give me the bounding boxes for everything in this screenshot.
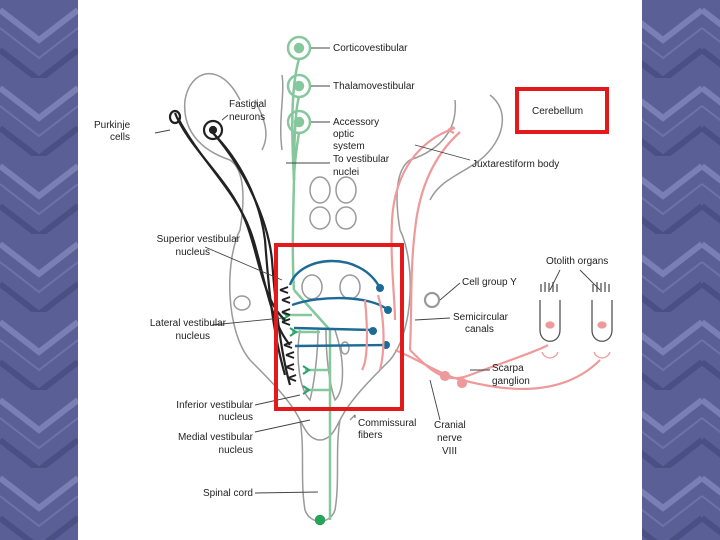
label-medial-vestibular-1: Medial vestibular <box>178 432 254 443</box>
label-superior-vestibular-1: Superior vestibular <box>157 234 241 245</box>
label-purkinje-2: cells <box>110 132 130 143</box>
label-to-vestibular-1: To vestibular <box>333 154 390 165</box>
label-cranial-2: nerve <box>437 433 462 444</box>
left-border-pattern <box>0 0 78 540</box>
label-scarpa-1: Scarpa <box>492 363 524 374</box>
label-medial-vestibular-2: nucleus <box>219 445 253 456</box>
label-fastigial-1: Fastigial <box>229 99 266 110</box>
label-accessory-2: optic <box>333 129 354 140</box>
label-accessory-3: system <box>333 141 365 152</box>
highlight-box-vestibular-nuclei <box>274 243 404 411</box>
label-accessory-1: Accessory <box>333 117 379 128</box>
blue-terminals <box>369 284 392 349</box>
label-commissural-1: Commissural <box>358 418 416 429</box>
label-inferior-vestibular-2: nucleus <box>219 412 253 423</box>
label-juxtarestiform: Juxtarestiform body <box>472 159 559 170</box>
label-cranial-3: VIII <box>442 446 457 457</box>
right-border-pattern <box>642 0 720 540</box>
label-to-vestibular-2: nuclei <box>333 167 359 178</box>
purkinje-terminals <box>279 286 297 382</box>
label-cell-group-y: Cell group Y <box>462 277 517 288</box>
label-cerebellum: Cerebellum <box>532 106 583 117</box>
label-otolith-organs: Otolith organs <box>546 256 608 267</box>
label-inferior-vestibular-1: Inferior vestibular <box>176 400 253 411</box>
brainstem-outline <box>183 72 504 522</box>
label-superior-vestibular-2: nucleus <box>176 247 210 258</box>
label-commissural-2: fibers <box>358 430 382 441</box>
label-semicircular-1: Semicircular <box>453 312 509 323</box>
label-fastigial-2: neurons <box>229 112 265 123</box>
leader-lines <box>154 47 601 494</box>
label-purkinje-1: Purkinje <box>94 120 131 131</box>
label-cranial-1: Cranial <box>434 420 466 431</box>
highlight-box-cerebellum <box>515 87 609 134</box>
label-spinal-cord: Spinal cord <box>203 488 253 499</box>
label-lateral-vestibular-2: nucleus <box>176 331 210 342</box>
label-lateral-vestibular-1: Lateral vestibular <box>150 318 227 329</box>
label-thalamovestibular: Thalamovestibular <box>333 81 415 92</box>
otolith-organs <box>539 282 613 359</box>
label-scarpa-2: ganglion <box>492 376 530 387</box>
label-corticovestibular: Corticovestibular <box>333 43 408 54</box>
label-semicircular-2: canals <box>465 324 494 335</box>
